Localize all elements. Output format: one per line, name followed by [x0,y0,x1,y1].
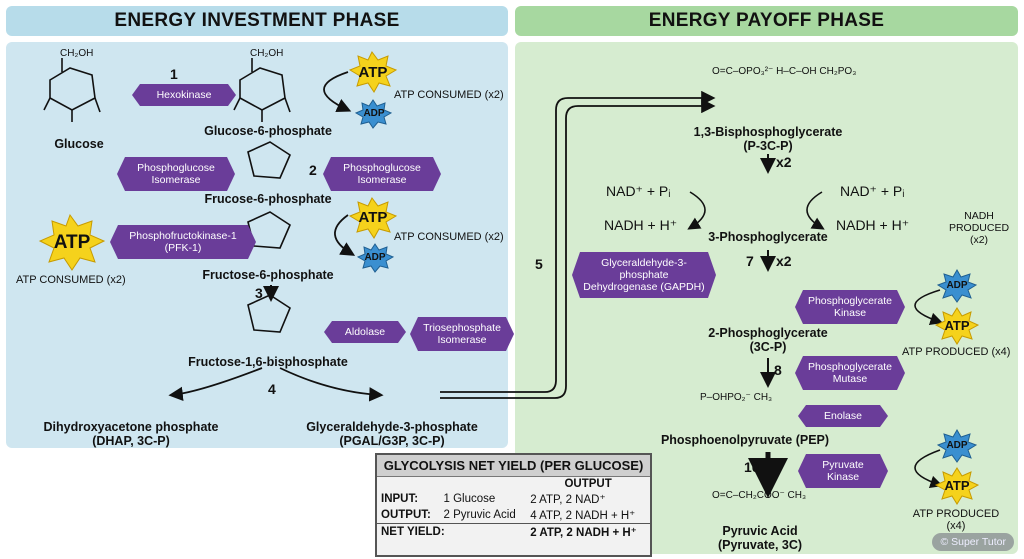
adp-label-3: ADP [946,280,968,291]
pyr-label: Pyruvic Acid [722,524,798,538]
pep-formula: P–OHPO₂⁻ CH₃ [700,392,773,403]
adp-burst-2 [356,243,395,273]
atp-burst-4 [934,467,980,505]
adp-burst-1 [354,99,393,129]
f16bp-label: Fructose-1,6-bisphosphate [188,355,348,369]
yield-output-label: OUTPUT: [381,509,431,521]
nad-right: NAD⁺ + Pᵢ [840,183,905,199]
watermark: © Super Tutor [932,533,1014,551]
step-6-x2: x2 [776,154,792,170]
step-8: 8 [774,362,782,378]
step-4: 4 [268,381,276,397]
step-10: 10 [744,459,760,475]
enzyme-pyruvate-kinase: Pyruvate Kinase [798,454,888,488]
pyr-formula: O=C–CH₂COO⁻ CH₃ [712,490,807,501]
nadh-produced: NADH PRODUCED (x2) [948,210,1010,246]
yield-net-value: 2 ATP, 2 NADH + H⁺ [526,523,650,540]
step-7: 7 [746,253,754,269]
yield-input-mid: 1 Glucose [443,493,496,505]
atp-consumed-3: ATP CONSUMED (x2) [16,274,126,286]
g6p-label: Glucose-6-phosphate [204,124,332,138]
yield-row-output: OUTPUT: 2 Pyruvic Acid 4 ATP, 2 NADH + H… [377,507,650,524]
step-7-x2: x2 [776,253,792,269]
enzyme-pgi-left: Phosphoglucose Isomerase [117,157,235,191]
atp-label-2: ATP [358,209,388,226]
atp-burst-3 [934,307,980,345]
g6p-structure [233,58,291,122]
glucose-ch2oh: CH₂OH [60,48,94,59]
f6p-label-a: Frucose-6-phosphate [204,192,332,206]
nadh-right: NADH + H⁺ [836,217,910,233]
g6p-ch2po: CH₂OH [250,48,284,59]
atp-consumed-2: ATP CONSUMED (x2) [394,231,504,243]
bpg-sublabel: (P-3C-P) [743,139,793,153]
step-3: 3 [255,285,263,301]
g3p-sublabel: (PGAL/G3P, 3C-P) [339,434,445,448]
enzyme-pgk: Phosphoglycerate Kinase [795,290,905,324]
adp-burst-3 [936,268,978,303]
yield-row-input: INPUT: 1 Glucose 2 ATP, 2 NAD⁺ [377,491,650,507]
atp-burst-2 [348,197,398,239]
pyr-sublabel: (Pyruvate, 3C) [717,538,803,552]
atp-label-4: ATP [944,478,970,493]
pg2-label: 2-Phosphoglycerate [708,326,828,340]
net-yield-table: GLYCOLYSIS NET YIELD (PER GLUCOSE) OUTPU… [375,453,652,557]
glucose-structure [43,58,101,122]
atp-label-3: ATP [944,318,970,333]
bpg-formula: O=C–OPO₃²⁻ H–C–OH CH₂PO₃ [712,66,857,77]
atp-burst-1 [348,51,398,93]
adp-label-4: ADP [946,440,968,451]
g3p-label: Glyceraldehyde-3-phosphate [306,420,478,434]
adp-label-1: ADP [363,108,385,119]
dhap-label: Dihydroxyacetone phosphate [43,420,219,434]
enzyme-tpi: Triosephosphate Isomerase [410,317,514,351]
nadh-left: NADH + H⁺ [604,217,678,233]
enzyme-aldolase: Aldolase [324,321,406,343]
nad-left: NAD⁺ + Pᵢ [606,183,671,199]
pg2-sublabel: (3C-P) [749,340,787,354]
step-5: 5 [535,256,543,272]
yield-input-out: 2 ATP, 2 NAD⁺ [530,494,606,506]
yield-output-mid: 2 Pyruvic Acid [443,509,516,521]
f6p-label-b: Fructose-6-phosphate [202,268,334,282]
payoff-phase-title: ENERGY PAYOFF PHASE [515,6,1018,36]
yield-title: GLYCOLYSIS NET YIELD (PER GLUCOSE) [377,455,650,477]
glucose-label: Glucose [54,137,104,151]
atp-burst-large [38,213,106,271]
atp-label-1: ATP [358,64,388,81]
yield-row-net: NET YIELD: 2 ATP, 2 NADH + H⁺ [377,523,650,540]
enzyme-pgm: Phosphoglycerate Mutase [795,356,905,390]
atp-label-large: ATP [53,232,91,253]
yield-input-label: INPUT: [381,493,419,505]
enzyme-pgi-right: Phosphoglucose Isomerase [323,157,441,191]
yield-output-out: 4 ATP, 2 NADH + H⁺ [530,510,636,522]
adp-label-2: ADP [364,252,386,263]
enzyme-gapdh: Glyceraldehyde-3-phosphate Dehydrogenase… [572,252,716,298]
investment-phase-title: ENERGY INVESTMENT PHASE [6,6,508,36]
pg3-label: 3-Phosphoglycerate [708,230,828,244]
step-1: 1 [170,66,178,82]
enzyme-enolase: Enolase [798,405,888,427]
yield-output-header: OUTPUT [564,478,612,490]
atp-produced-2: ATP PRODUCED (x4) [912,508,1000,532]
step-2: 2 [309,162,317,178]
enzyme-hexokinase: Hexokinase [132,84,236,106]
enzyme-pfk1: Phosphofructokinase-1 (PFK-1) [110,225,256,259]
bpg-label: 1,3-Bisphosphoglycerate [693,125,843,139]
dhap-sublabel: (DHAP, 3C-P) [92,434,170,448]
atp-consumed-1: ATP CONSUMED (x2) [394,89,504,101]
adp-burst-4 [936,428,978,463]
f6p-structure-a [247,141,292,179]
atp-produced-1: ATP PRODUCED (x4) [902,346,1011,358]
pep-label: Phosphoenolpyruvate (PEP) [660,433,830,447]
yield-net-label: NET YIELD: [377,523,527,540]
